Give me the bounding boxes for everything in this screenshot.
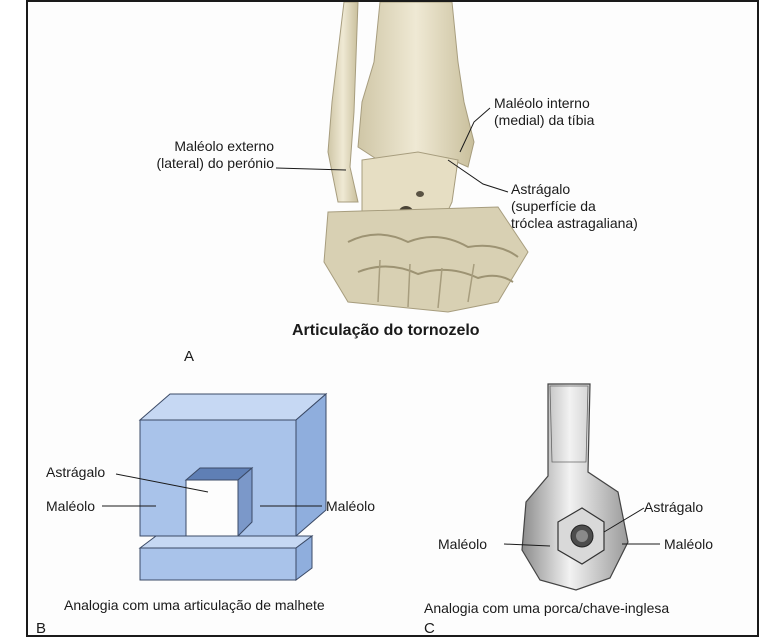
label-medial-line2: (medial) da tíbia xyxy=(494,112,594,129)
label-lateral-line1: Maléolo externo xyxy=(138,138,274,155)
label-medial-line1: Maléolo interno xyxy=(494,95,594,112)
ankle-skeleton-drawing xyxy=(324,2,528,312)
panel-c-letter: C xyxy=(424,620,435,637)
figure-frame: Maléolo externo (lateral) do perónio Mal… xyxy=(26,0,759,637)
panel-b-label-talus: Astrágalo xyxy=(46,464,105,481)
panel-b-label-left-malleolus: Maléolo xyxy=(46,498,95,515)
panel-c-label-right-malleolus: Maléolo xyxy=(664,536,713,553)
label-talus-line1: Astrágalo xyxy=(511,181,638,198)
panel-b-caption: Analogia com uma articulação de malhete xyxy=(64,597,325,613)
dovetail-block-drawing xyxy=(140,394,326,580)
panel-a-letter: A xyxy=(184,348,194,365)
illustration-layer xyxy=(28,2,759,637)
label-lateral-malleolus: Maléolo externo (lateral) do perónio xyxy=(138,138,274,172)
panel-a-title: Articulação do tornozelo xyxy=(292,322,480,340)
panel-b-letter: B xyxy=(36,620,46,637)
label-lateral-line2: (lateral) do perónio xyxy=(138,155,274,172)
label-talus-line3: tróclea astragaliana) xyxy=(511,215,638,232)
label-talus: Astrágalo (superfície da tróclea astraga… xyxy=(511,181,638,232)
panel-b-label-right-malleolus: Maléolo xyxy=(326,498,375,515)
panel-c-label-talus: Astrágalo xyxy=(644,499,703,516)
label-medial-malleolus: Maléolo interno (medial) da tíbia xyxy=(494,95,594,129)
label-talus-line2: (superfície da xyxy=(511,198,638,215)
panel-c-label-left-malleolus: Maléolo xyxy=(438,536,487,553)
wrench-nut-drawing xyxy=(522,384,628,590)
panel-c-caption: Analogia com uma porca/chave-inglesa xyxy=(424,600,669,616)
